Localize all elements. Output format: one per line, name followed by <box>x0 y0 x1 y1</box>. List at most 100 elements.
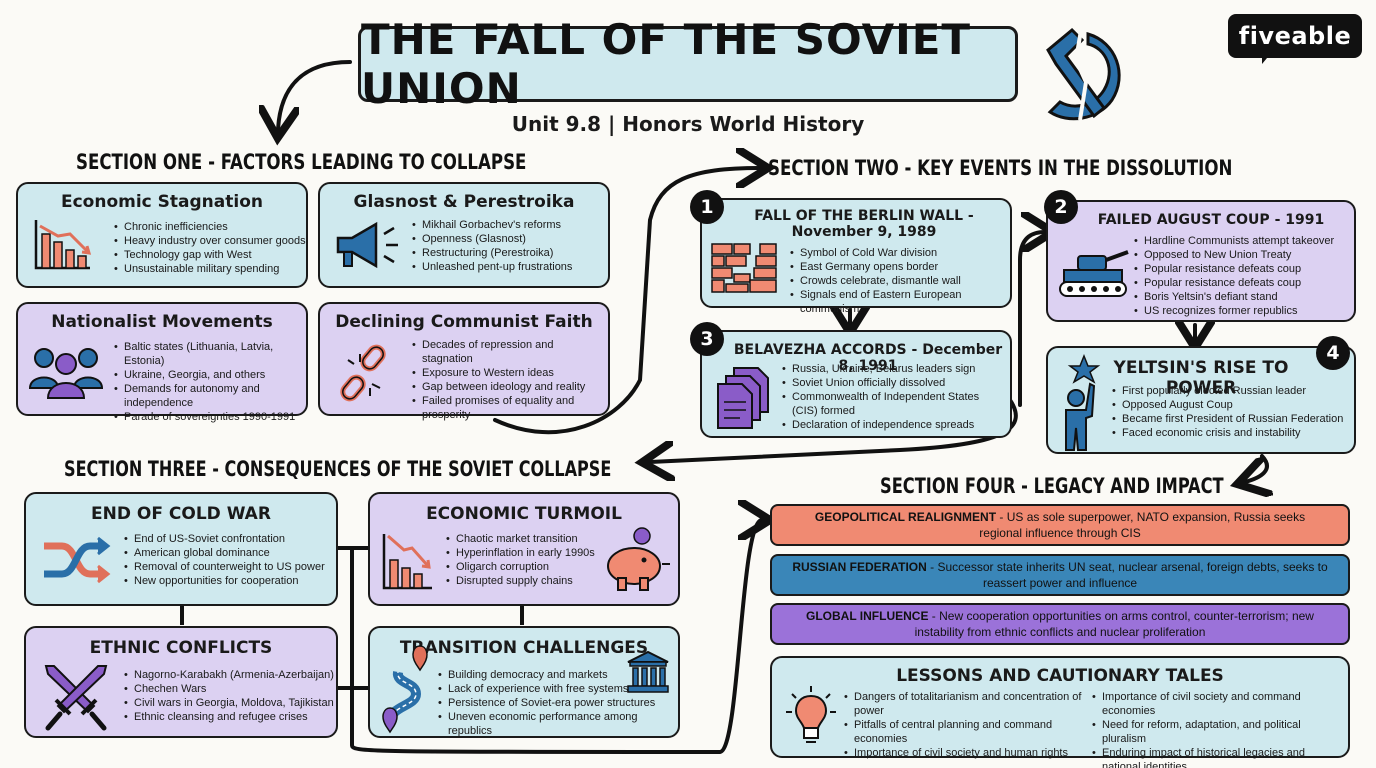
section-three-heading: SECTION THREE - CONSEQUENCES OF THE SOVI… <box>64 457 612 481</box>
factor-card-nationalist-movements: Nationalist Movements Baltic states (Lit… <box>16 302 308 424</box>
bullet-list: Symbol of Cold War division East Germany… <box>790 246 1010 316</box>
fiveable-logo: fiveable <box>1228 14 1362 58</box>
bullet-list: Chaotic market transition Hyperinflation… <box>446 532 606 588</box>
lightbulb-icon <box>786 686 836 743</box>
list-item: Ethnic cleansing and refugee crises <box>124 710 334 724</box>
list-item: Civil wars in Georgia, Moldova, Tajikist… <box>124 696 334 710</box>
lessons-right-list: Importance of civil society and command … <box>1092 690 1342 768</box>
event-number-badge: 4 <box>1316 336 1350 370</box>
list-item: Popular resistance defeats coup <box>1134 276 1354 290</box>
card-title: ECONOMIC TURMOIL <box>426 504 622 524</box>
list-item: Exposure to Western ideas <box>412 366 602 380</box>
section-two-heading: SECTION TWO - KEY EVENTS IN THE DISSOLUT… <box>768 156 1233 180</box>
list-item: Ukraine, Georgia, and others <box>114 368 304 382</box>
declining-chart-icon <box>34 220 92 270</box>
list-item: Chechen Wars <box>124 682 334 696</box>
list-item: Symbol of Cold War division <box>790 246 1010 260</box>
list-item: Disrupted supply chains <box>446 574 606 588</box>
section-one-heading: SECTION ONE - FACTORS LEADING TO COLLAPS… <box>76 150 527 174</box>
list-item: Enduring impact of historical legacies a… <box>1092 746 1342 768</box>
event-number-badge: 1 <box>690 190 724 224</box>
list-item: Heavy industry over consumer goods <box>114 234 306 248</box>
bullet-list: Russia, Ukraine, Belarus leaders sign So… <box>782 362 1006 432</box>
bullet-list: Nagorno-Karabakh (Armenia-Azerbaijan) Ch… <box>124 668 334 724</box>
list-item: Need for reform, adaptation, and politic… <box>1092 718 1342 746</box>
factor-card-glasnost-perestroika: Glasnost & Perestroika Mikhail Gorbachev… <box>318 182 610 288</box>
legacy-band-global-influence: GLOBAL INFLUENCE - New cooperation oppor… <box>770 603 1350 645</box>
bullet-list: Decades of repression and stagnation Exp… <box>412 338 602 422</box>
list-item: Importance of civil society and command … <box>1092 690 1342 718</box>
bullet-list: Hardline Communists attempt takeover Opp… <box>1134 234 1354 318</box>
card-title: Nationalist Movements <box>51 312 273 332</box>
crossed-swords-icon <box>44 665 108 731</box>
person-reaching-star-icon <box>1065 354 1101 451</box>
hammer-sickle-icon <box>1046 23 1121 121</box>
factor-card-economic-stagnation: Economic Stagnation Chronic inefficienci… <box>16 182 308 288</box>
event-number-badge: 3 <box>690 322 724 356</box>
bullet-list: End of US-Soviet confrontation American … <box>124 532 334 588</box>
event-card-belavezha-accords: BELAVEZHA ACCORDS - December 8, 1991 Rus… <box>700 330 1012 438</box>
brick-wall-icon <box>711 243 777 293</box>
list-item: Demands for autonomy and independence <box>114 382 304 410</box>
legacy-band-russian-federation: RUSSIAN FEDERATION - Successor state inh… <box>770 554 1350 596</box>
list-item: Hardline Communists attempt takeover <box>1134 234 1354 248</box>
card-title: Glasnost & Perestroika <box>353 192 575 212</box>
list-item: Lack of experience with free systems <box>438 682 678 696</box>
band-text: - New cooperation opportunities on arms … <box>914 609 1314 639</box>
list-item: Importance of civil society and human ri… <box>844 746 1084 760</box>
list-item: Persistence of Soviet-era power structur… <box>438 696 678 710</box>
list-item: Russia, Ukraine, Belarus leaders sign <box>782 362 1006 376</box>
list-item: Parade of sovereignties 1990-1991 <box>114 410 304 424</box>
list-item: Pitfalls of central planning and command… <box>844 718 1084 746</box>
list-item: New opportunities for cooperation <box>124 574 334 588</box>
bullet-list: Baltic states (Lithuania, Latvia, Estoni… <box>114 340 304 424</box>
list-item: Boris Yeltsin's defiant stand <box>1134 290 1354 304</box>
section-four-heading: SECTION FOUR - LEGACY AND IMPACT <box>880 474 1224 498</box>
band-text: - US as sole superpower, NATO expansion,… <box>979 510 1306 540</box>
list-item: Mikhail Gorbachev's reforms <box>412 218 572 232</box>
list-item: Opposed to New Union Treaty <box>1134 248 1354 262</box>
list-item: Declaration of independence spreads <box>782 418 1006 432</box>
bullet-list: Building democracy and markets Lack of e… <box>438 668 678 738</box>
legacy-band-geopolitical: GEOPOLITICAL REALIGNMENT - US as sole su… <box>770 504 1350 546</box>
list-item: Signals end of Eastern European communis… <box>790 288 1010 316</box>
factor-card-declining-communist-faith: Declining Communist Faith Decades of rep… <box>318 302 610 421</box>
crossing-arrows-icon <box>44 536 111 584</box>
list-item: Unleashed pent-up frustrations <box>412 260 572 274</box>
list-item: Openness (Glasnost) <box>412 232 572 246</box>
list-item: American global dominance <box>124 546 334 560</box>
logo-speech-tail <box>1262 52 1272 64</box>
lessons-card: LESSONS AND CAUTIONARY TALES Dangers of … <box>770 656 1350 768</box>
consequence-card-end-of-cold-war: END OF COLD WAR End of US-Soviet confron… <box>24 492 338 606</box>
band-text: - Successor state inherits UN seat, nucl… <box>926 560 1328 590</box>
list-item: Restructuring (Perestroika) <box>412 246 572 260</box>
list-item: Chaotic market transition <box>446 532 606 546</box>
list-item: Dangers of totalitarianism and concentra… <box>844 690 1084 718</box>
card-title: END OF COLD WAR <box>91 504 271 524</box>
list-item: Removal of counterweight to US power <box>124 560 334 574</box>
list-item: Uneven economic performance among republ… <box>438 710 678 738</box>
list-item: Faced economic crisis and instability <box>1112 426 1352 440</box>
list-item: Nagorno-Karabakh (Armenia-Azerbaijan) <box>124 668 334 682</box>
band-title: RUSSIAN FEDERATION <box>792 560 927 574</box>
tank-icon <box>1059 250 1129 297</box>
lessons-left-list: Dangers of totalitarianism and concentra… <box>844 690 1084 760</box>
bullet-list: Chronic inefficiencies Heavy industry ov… <box>114 220 306 276</box>
list-item: First popularly elected Russian leader <box>1112 384 1352 398</box>
list-item: Opposed August Coup <box>1112 398 1352 412</box>
list-item: Crowds celebrate, dismantle wall <box>790 274 1010 288</box>
list-item: US recognizes former republics <box>1134 304 1354 318</box>
bullet-list: First popularly elected Russian leader O… <box>1112 384 1352 440</box>
list-item: Became first President of Russian Federa… <box>1112 412 1352 426</box>
list-item: Oligarch corruption <box>446 560 606 574</box>
group-people-icon <box>28 348 104 399</box>
band-title: GLOBAL INFLUENCE <box>806 609 929 623</box>
list-item: Decades of repression and stagnation <box>412 338 602 366</box>
list-item: Unsustainable military spending <box>114 262 306 276</box>
card-title: FAILED AUGUST COUP - 1991 <box>1097 212 1325 228</box>
list-item: End of US-Soviet confrontation <box>124 532 334 546</box>
card-title: ETHNIC CONFLICTS <box>89 638 273 658</box>
list-item: Popular resistance defeats coup <box>1134 262 1354 276</box>
list-item: East Germany opens border <box>790 260 1010 274</box>
page-title: THE FALL OF THE SOVIET UNION <box>358 15 1018 113</box>
